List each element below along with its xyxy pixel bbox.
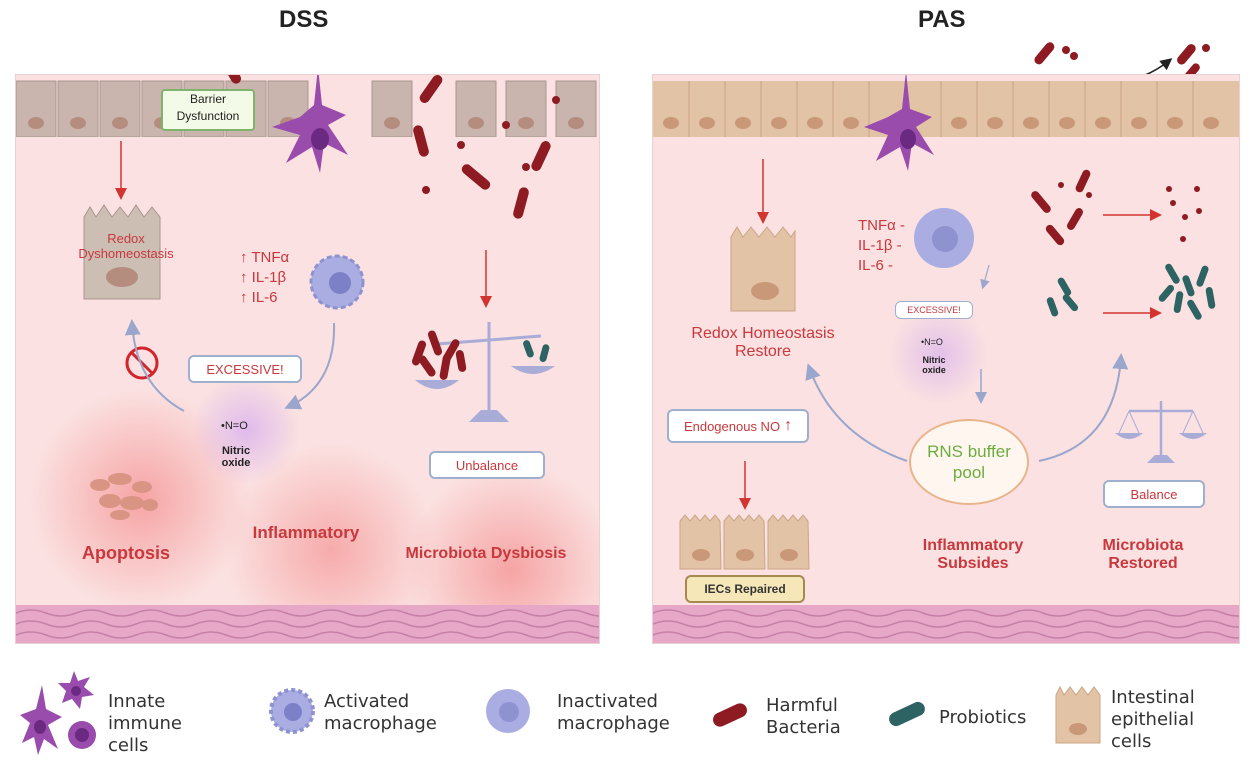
endogenous-no-label: Endogenous NO [683,418,781,434]
redox-homeostasis-cell [730,226,796,312]
dss-inflammatory-label: Inflammatory [252,523,360,542]
legend-inactivated-macrophage-label: Inactivated macrophage [557,691,670,734]
pas-inactivated-macrophage-icon [914,208,974,268]
dss-panel: Barrier Dysfunction Redox Dyshomeostasis… [15,74,600,644]
legend: Innate immune cells Activated macrophage… [0,665,1256,763]
redox-dyshomeostasis-cell [83,204,161,300]
harmful-bacteria-cluster [413,75,560,219]
harmful-bacteria-icon [713,703,747,727]
dss-excessive-box: EXCESSIVE! [188,355,302,383]
unbalance-box: Unbalance [429,451,545,479]
legend-harmful-bacteria-label: Harmful Bacteria [766,695,841,738]
pas-no-glow [889,305,989,405]
pas-no-label: Nitric oxide [922,355,946,375]
activated-macrophage-icon [309,254,365,310]
pas-muscle-layer [653,605,1239,643]
probiotics-icon [889,701,925,727]
pas-excessive-box: EXCESSIVE! [895,301,973,319]
balanced-scale-icon [1115,401,1207,463]
pas-innate-immune-cell-icon [864,75,934,171]
pas-panel: TNFα - IL-1β - IL-6 - Redox Homeostasis … [652,74,1240,644]
pas-cytokine-tnf: TNFα - [858,217,905,234]
nitric-oxide-glow [191,375,301,485]
apoptotic-cell-debris [90,473,158,520]
dss-arrows [115,141,492,412]
dss-epithelium [16,80,597,137]
pas-title: PAS [918,6,966,33]
dss-cytokine-il1b: ↑ IL-1β [240,269,287,286]
balance-box: Balance [1103,480,1205,508]
inactivated-macrophage-icon [486,689,530,733]
redox-homeostasis-label: Redox Homeostasis Restore [691,325,835,360]
inflammatory-subsides-label: Inflammatory Subsides [922,537,1024,572]
dss-cytokine-tnf: ↑ TNFα [240,249,290,266]
harmful-bacteria-top [221,75,241,84]
increase-arrow-icon: ↑ [784,417,793,434]
microbiota-dysbiosis-label: Microbiota Dysbiosis [405,545,567,562]
activated-macrophage-icon [269,688,315,734]
innate-immune-cells-icon [20,671,96,755]
dss-title: DSS [279,6,329,33]
pas-bacteria-groups [1031,169,1216,320]
pas-cytokine-il1b: IL-1β - [858,237,902,254]
iecs-repaired-box: IECs Repaired [685,575,805,603]
redox-dyshomeostasis-label: Redox Dyshomeostasis [78,231,174,261]
iecs-repaired-cells [679,514,810,570]
blocked-icon [125,346,159,380]
apoptosis-label: Apoptosis [82,543,170,563]
legend-intestinal-epithelial-cells-label: Intestinal epithelial cells [1111,687,1195,752]
pas-no-symbol: •N=O [921,337,943,347]
dss-cytokine-il6: ↑ IL-6 [240,289,278,306]
legend-activated-macrophage-label: Activated macrophage [324,691,437,734]
dss-no-label: Nitric oxide [221,445,251,469]
microbiota-restored-label: Microbiota Restored [1102,537,1184,572]
pas-cytokine-il6: IL-6 - [858,257,894,274]
pas-arrows [739,159,1162,510]
barrier-dysfunction-label: Barrier Dysfunction [161,89,255,131]
unbalanced-scale-icon [411,322,555,422]
endogenous-no-box: Endogenous NO ↑ [667,409,809,443]
dss-no-symbol: •N=O [221,420,248,432]
intestinal-epithelial-cells-icon [1055,685,1101,744]
dss-muscle-layer [16,605,599,643]
pas-epithelium [653,81,1239,137]
legend-probiotics-label: Probiotics [939,707,1027,728]
innate-immune-cell-icon [272,75,348,173]
rns-buffer-pool: RNS buffer pool [909,419,1029,505]
legend-innate-immune-cells-label: Innate immune cells [108,691,182,756]
